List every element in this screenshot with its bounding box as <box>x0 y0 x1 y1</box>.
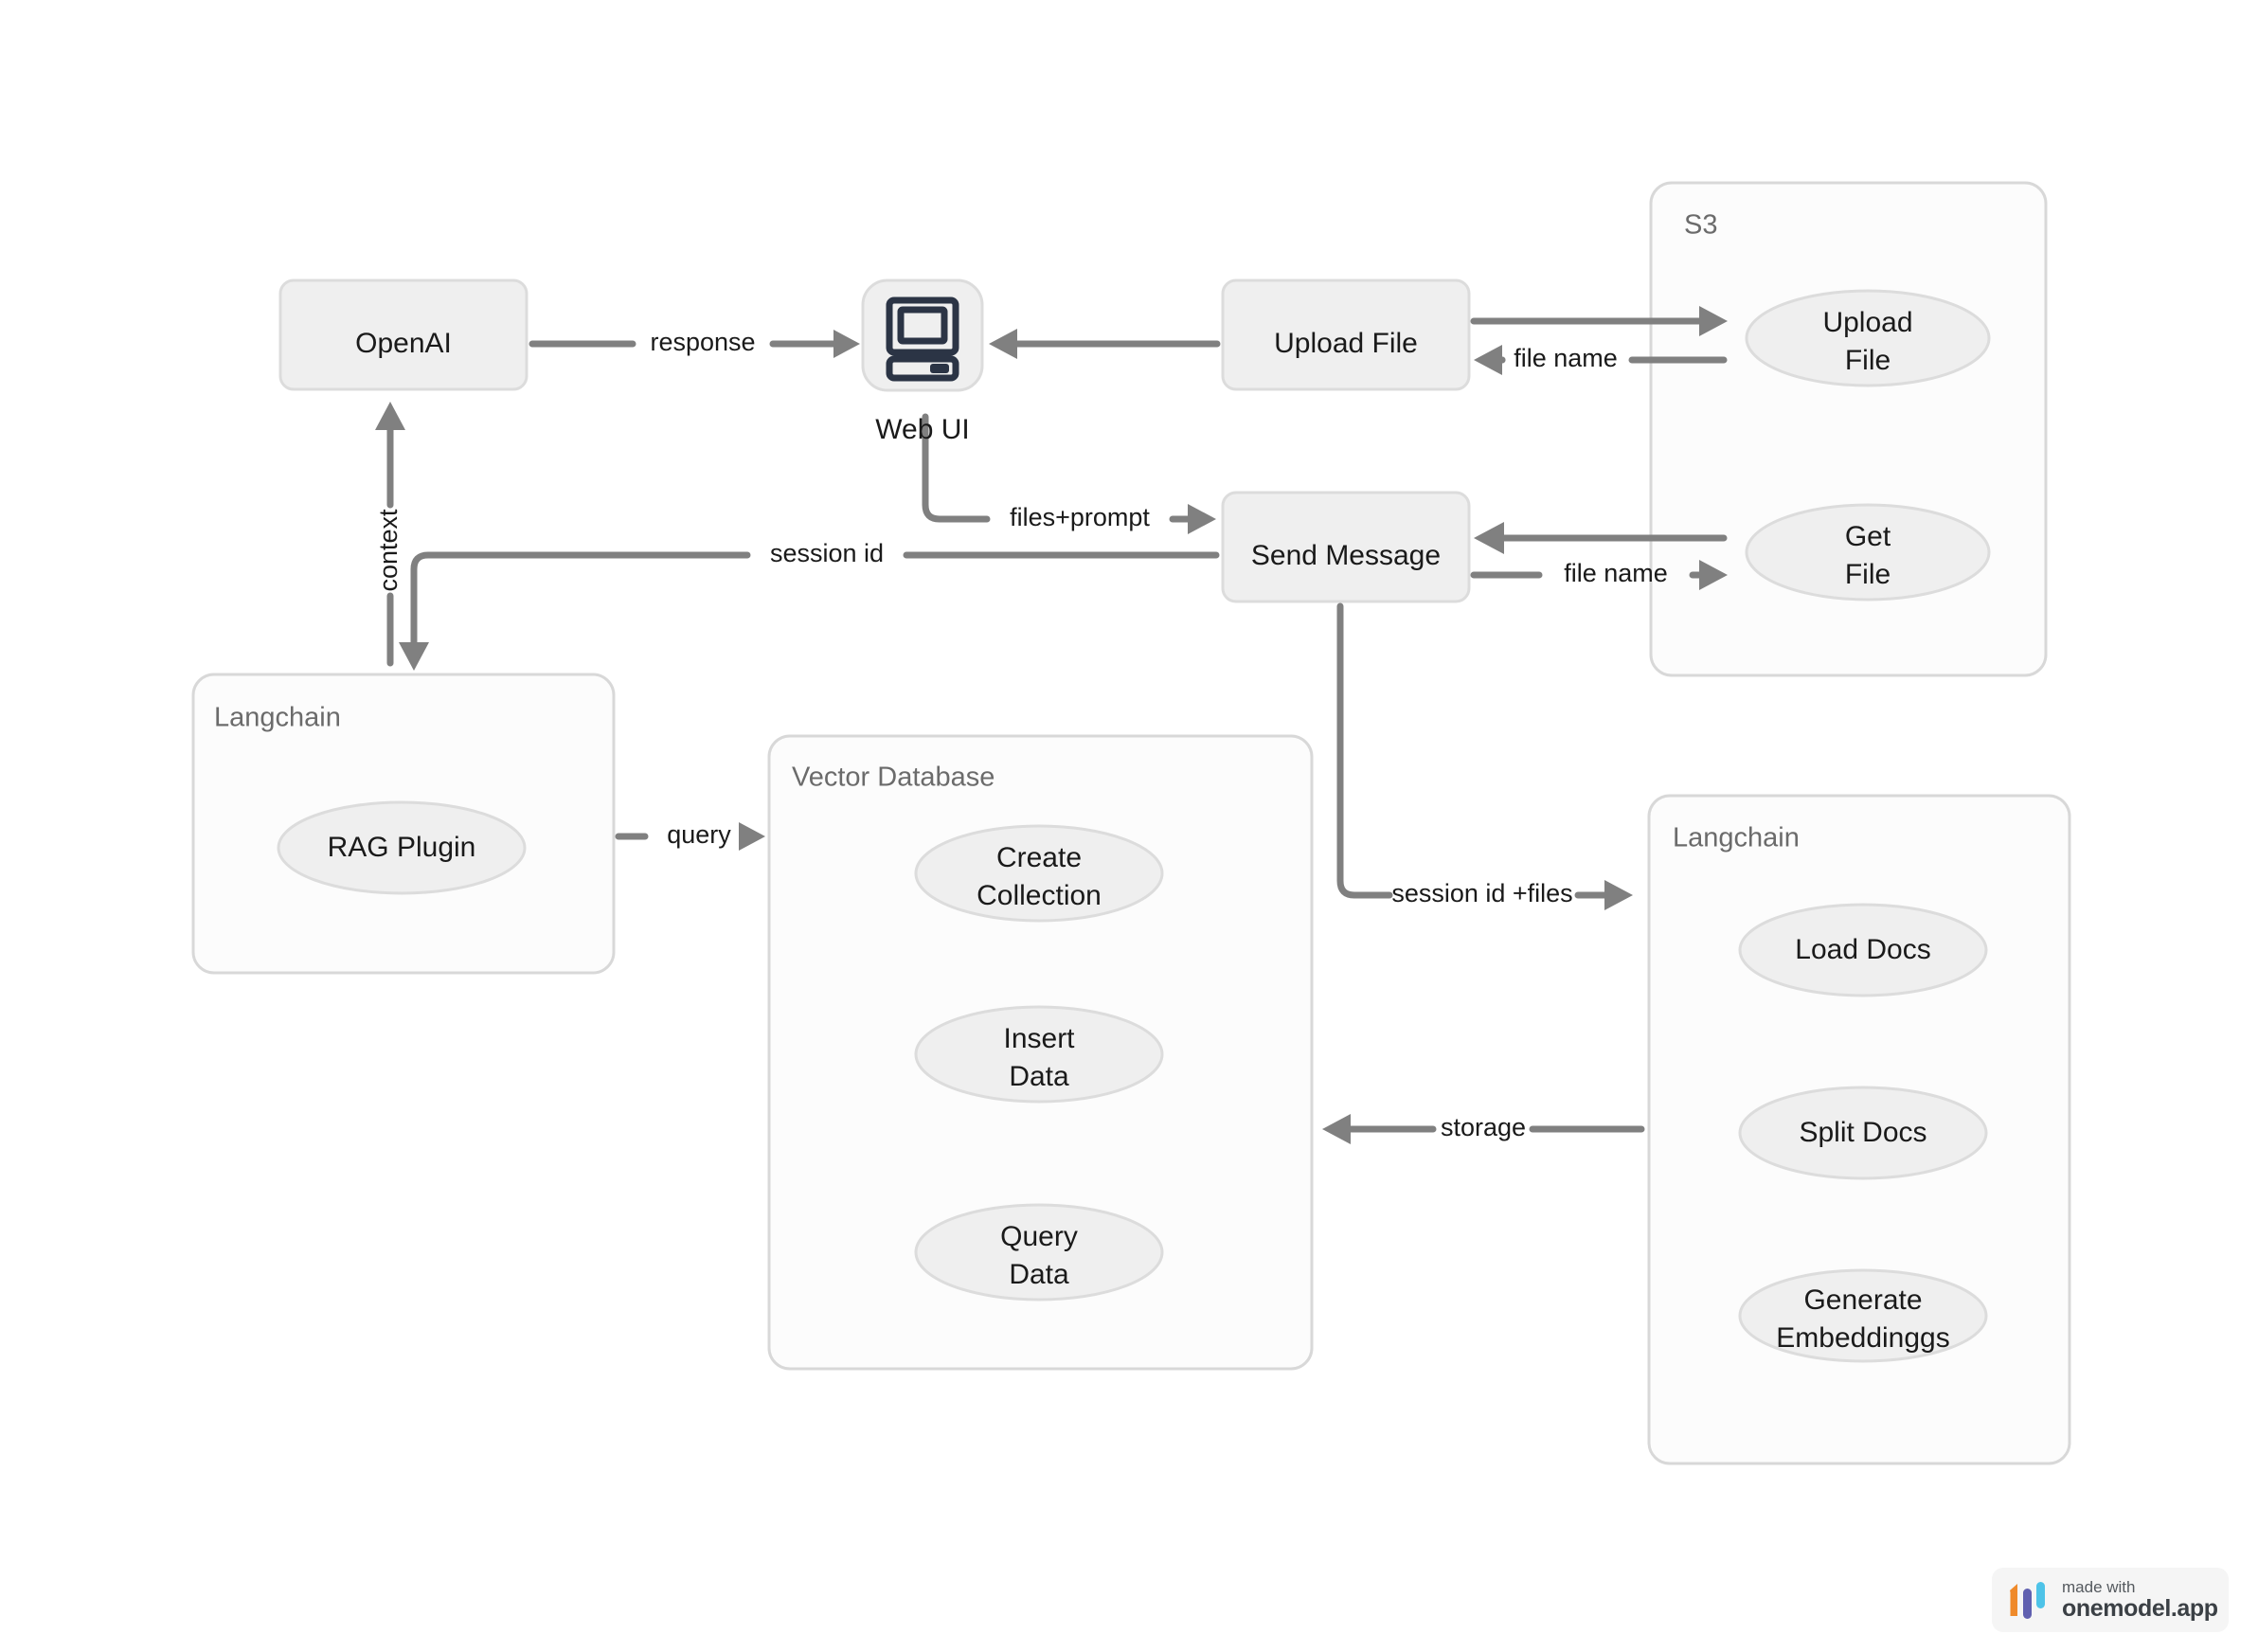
node-openai-shape[interactable] <box>278 278 529 391</box>
edge-rag-plugin-to-openai-context[interactable]: context <box>374 402 405 667</box>
node-load-docs[interactable]: Load Docs <box>1738 903 1988 997</box>
node-insert-data-label-line1: Insert <box>1003 1023 1075 1054</box>
node-create-collection-shape[interactable] <box>914 824 1164 923</box>
arrowhead-right-icon <box>1699 306 1728 336</box>
node-load-docs-shape[interactable] <box>1738 903 1988 997</box>
edge-label-session-id: session id <box>770 539 884 567</box>
group-langchain-rag-label: Langchain <box>214 703 341 733</box>
node-send-message-shape[interactable] <box>1221 491 1471 603</box>
node-s3-upload-file-label-line2: File <box>1845 345 1891 376</box>
arrowhead-right-icon <box>739 822 765 851</box>
node-generate-embeddings-label-line1: Generate <box>1803 1284 1922 1316</box>
edge-s3-get-file-to-send-message[interactable] <box>1474 522 1728 554</box>
node-web-ui-shape[interactable] <box>861 278 984 392</box>
node-s3-upload-file-shape[interactable] <box>1745 289 1991 387</box>
group-s3-frame[interactable] <box>1649 181 2048 677</box>
node-web-ui[interactable]: Web UI <box>861 278 984 445</box>
edge-upload-file-to-web-ui[interactable] <box>989 329 1221 359</box>
edge-line-elbow <box>1336 602 1393 899</box>
node-query-data-shape[interactable] <box>914 1203 1164 1302</box>
node-insert-data-shape[interactable] <box>914 1005 1164 1104</box>
node-split-docs-shape[interactable] <box>1738 1086 1988 1180</box>
arrowhead-right-icon <box>1604 880 1633 910</box>
monitor-icon <box>886 296 959 382</box>
watermark-badge[interactable]: made with onemodel.app <box>1992 1568 2229 1632</box>
node-s3-upload-file-label-line1: Upload <box>1822 307 1912 338</box>
group-vector-database-label: Vector Database <box>792 763 995 793</box>
edge-line-elbow <box>922 413 991 523</box>
node-split-docs-label: Split Docs <box>1799 1117 1926 1148</box>
edge-langchain-to-vector-db-query[interactable]: query <box>615 820 765 851</box>
edge-send-message-to-langchain-session-id[interactable]: session id <box>399 539 1220 671</box>
node-rag-plugin-shape[interactable] <box>277 800 527 895</box>
node-rag-plugin[interactable]: RAG Plugin <box>277 800 527 895</box>
node-upload-file-action-shape[interactable] <box>1221 278 1471 391</box>
group-s3[interactable]: S3 <box>1649 181 2048 677</box>
edge-send-message-to-s3-get-file-filename[interactable]: file name <box>1470 559 1728 590</box>
arrowhead-right-icon <box>1699 560 1728 590</box>
edge-label-context: context <box>374 509 403 592</box>
arrowhead-left-icon <box>1474 522 1504 554</box>
group-s3-label: S3 <box>1684 210 1717 241</box>
node-load-docs-label: Load Docs <box>1795 934 1930 965</box>
node-rag-plugin-label: RAG Plugin <box>328 832 476 863</box>
edge-label-files-prompt: files+prompt <box>1010 503 1150 531</box>
arrowhead-right-icon <box>1188 504 1216 534</box>
edge-send-message-to-langchain-ingest[interactable]: session id +files <box>1336 602 1633 910</box>
node-create-collection[interactable]: Create Collection <box>914 824 1164 923</box>
node-create-collection-label-line2: Collection <box>977 880 1102 911</box>
node-generate-embeddings[interactable]: Generate Embeddinggs <box>1738 1268 1988 1363</box>
node-insert-data[interactable]: Insert Data <box>914 1005 1164 1104</box>
node-send-message-label: Send Message <box>1251 540 1441 571</box>
edge-line-elbow <box>410 551 751 651</box>
node-generate-embeddings-label-line2: Embeddinggs <box>1776 1322 1949 1354</box>
edge-label-file-name-upload: file name <box>1514 344 1618 372</box>
node-create-collection-label-line1: Create <box>996 842 1082 873</box>
edge-label-response: response <box>650 328 755 356</box>
node-s3-get-file-shape[interactable] <box>1745 503 1991 602</box>
node-split-docs[interactable]: Split Docs <box>1738 1086 1988 1180</box>
node-openai[interactable]: OpenAI <box>278 278 529 391</box>
arrowhead-left-icon <box>989 329 1017 359</box>
node-query-data-label-line1: Query <box>1000 1221 1078 1252</box>
edge-upload-file-to-s3-upload[interactable] <box>1470 306 1728 336</box>
arrowhead-down-icon <box>399 642 429 671</box>
arrowhead-right-icon <box>833 330 860 358</box>
node-openai-label: OpenAI <box>355 328 452 359</box>
edge-web-ui-to-send-message[interactable]: files+prompt <box>922 413 1216 534</box>
node-s3-upload-file[interactable]: Upload File <box>1745 289 1991 387</box>
arrowhead-up-icon <box>375 402 405 430</box>
watermark-text: made with onemodel.app <box>2062 1579 2218 1621</box>
edge-label-session-id-files: session id +files <box>1391 879 1572 907</box>
edge-label-file-name-get: file name <box>1564 559 1668 587</box>
node-web-ui-label: Web UI <box>875 414 969 445</box>
node-insert-data-label-line2: Data <box>1009 1061 1069 1092</box>
edge-langchain-ingest-to-vector-db-storage[interactable]: storage <box>1322 1113 1645 1144</box>
edge-openai-to-web-ui[interactable]: response <box>529 328 860 358</box>
node-generate-embeddings-shape[interactable] <box>1738 1268 1988 1363</box>
arrowhead-left-icon <box>1322 1114 1351 1144</box>
node-send-message[interactable]: Send Message <box>1221 491 1471 603</box>
onemodel-logo-icon <box>2007 1581 2051 1619</box>
edge-label-storage: storage <box>1441 1113 1526 1141</box>
group-langchain-ingest-label: Langchain <box>1673 823 1800 853</box>
node-query-data[interactable]: Query Data <box>914 1203 1164 1302</box>
arrowhead-left-icon <box>1474 345 1502 375</box>
watermark-brand: onemodel.app <box>2062 1594 2218 1622</box>
edge-label-query: query <box>667 820 731 849</box>
node-s3-get-file-label-line2: File <box>1845 559 1891 590</box>
node-s3-get-file-label-line1: Get <box>1845 521 1891 552</box>
watermark-made-with: made with <box>2062 1577 2136 1596</box>
node-query-data-label-line2: Data <box>1009 1259 1069 1290</box>
edge-s3-upload-to-upload-file-filename[interactable]: file name <box>1474 344 1728 375</box>
node-upload-file-action[interactable]: Upload File <box>1221 278 1471 391</box>
node-upload-file-action-label: Upload File <box>1274 328 1418 359</box>
node-s3-get-file[interactable]: Get File <box>1745 503 1991 602</box>
